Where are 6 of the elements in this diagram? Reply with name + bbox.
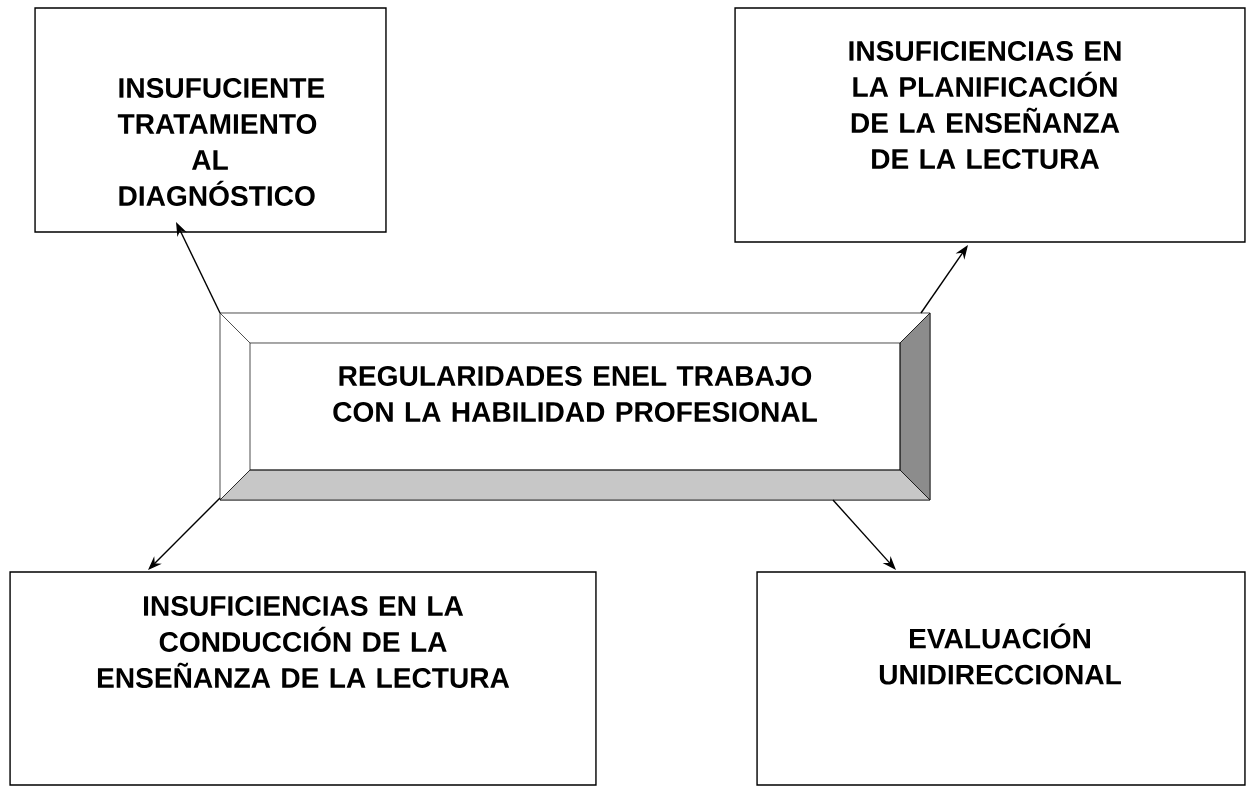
text-box: INSUFICIENCIAS EN LA CONDUCCIÓN DE LA ENSEÑANZA DE LA LECTURA: [9, 571, 597, 786]
text-box: EVALUACIÓN UNIDIRECCIONAL: [756, 571, 1246, 786]
text-box: INSUFICIENCIAS EN LA PLANIFICACIÓN DE LA ENSEÑANZA DE LA LECTURA: [734, 7, 1246, 243]
text-box: INSUFUCIENTE TRATAMIENTO AL DIAGNÓSTICO: [34, 7, 387, 233]
arrow: [148, 497, 221, 570]
arrow: [920, 245, 968, 314]
